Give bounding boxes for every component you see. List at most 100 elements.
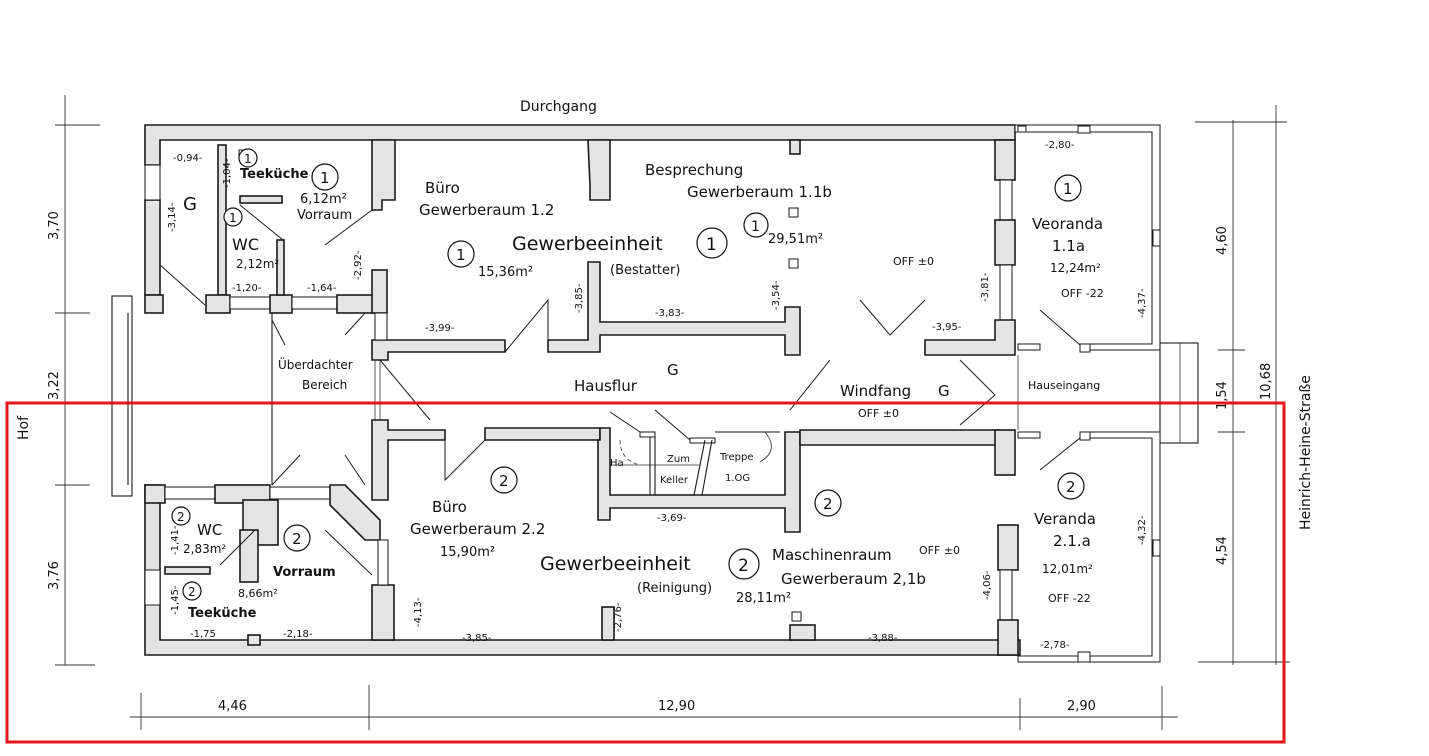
dim-bottom-middle: 12,90 (658, 699, 695, 714)
dim-label: -1,41- (170, 525, 181, 555)
room-area: 12,24m² (1050, 261, 1101, 275)
room-label-besprechung: Besprechung (645, 161, 743, 179)
street-label: Heinrich-Heine-Straße (1298, 375, 1314, 530)
unit-1-title: Gewerbeeinheit (512, 233, 663, 255)
plan-labels: Durchgang Hof Heinrich-Heine-Straße -0,9… (16, 99, 1314, 714)
unit-number: 1 (751, 219, 760, 235)
unit-number: 2 (1066, 478, 1076, 496)
durchgang-label: Durchgang (520, 99, 597, 115)
room-area: 28,11m² (736, 591, 791, 606)
dim-left-middle: 3,22 (47, 371, 62, 400)
room-area: 29,51m² (768, 232, 823, 247)
room-label-gewerberaum-1-2: Gewerberaum 1.2 (419, 201, 554, 219)
dim-right-middle: 1,54 (1215, 381, 1230, 410)
dim-label: -2,18- (283, 629, 313, 640)
unit-2-highlight (5, 401, 1286, 744)
room-label-g-windfang: G (938, 382, 950, 400)
room-label-buero-2: Büro (432, 498, 467, 516)
room-area: 15,36m² (478, 265, 533, 280)
stair-label-og: 1.OG (725, 473, 750, 484)
dim-label: -3,85- (574, 283, 585, 313)
dim-bottom-right: 2,90 (1067, 699, 1096, 714)
dim-label: -2,80- (1045, 140, 1075, 151)
dim-label: -3,95- (932, 322, 962, 333)
door-swings (159, 204, 1081, 576)
stair-label-ha: Ha (610, 458, 624, 469)
room-label-gewerberaum-2-2: Gewerberaum 2.2 (410, 520, 545, 538)
dim-left-lower: 3,76 (47, 561, 62, 590)
room-label-hauseingang: Hauseingang (1028, 379, 1100, 392)
room-area: 8,66m² (238, 587, 278, 600)
room-label-2-1a: 2.1.a (1053, 532, 1091, 550)
stair-label-zum: Zum (667, 454, 690, 465)
unit-number: 2 (499, 472, 509, 490)
dim-right-total: 10,68 (1259, 363, 1274, 400)
room-label-teekueche-1: Teeküche (240, 167, 309, 182)
dim-label: -2,92- (353, 250, 364, 280)
dim-label: -1,45- (170, 585, 181, 615)
dim-label: -1,04- (222, 158, 233, 188)
room-label-g: G (183, 194, 197, 215)
dim-label: -1,75 (190, 629, 216, 640)
unit-number: 2 (188, 585, 196, 599)
unit-number: 1 (229, 211, 237, 225)
room-area: 2,12m² (236, 257, 279, 271)
dim-label: -3,81- (980, 272, 991, 302)
room-label-g-hausflur: G (667, 361, 679, 379)
room-label-gewerberaum-1-1b: Gewerberaum 1.1b (687, 183, 832, 201)
room-label-vorraum-1: Vorraum (297, 208, 352, 223)
veranda2-frame (1017, 431, 1161, 663)
dim-label: -3,54- (771, 280, 782, 310)
room-label-vorraum-2: Vorraum (273, 565, 336, 580)
room-label-veranda-2: Veranda (1034, 510, 1096, 528)
veranda1-frame (1014, 124, 1161, 353)
unit-number: 2 (177, 510, 185, 524)
stair-label-keller: Keller (660, 475, 689, 486)
dim-label: -3,14- (167, 202, 178, 232)
room-label-hausflur: Hausflur (574, 377, 638, 395)
unit-number: 2 (823, 495, 833, 513)
dim-label: -0,94- (173, 153, 203, 164)
dim-label: -1,20- (232, 283, 262, 294)
room-label-gewerberaum-2-1b: Gewerberaum 2,1b (781, 570, 926, 588)
dim-right-upper: 4,60 (1215, 226, 1230, 255)
unit-number: 1 (244, 152, 252, 166)
unit-number: 1 (456, 246, 466, 264)
room-area: 15,90m² (440, 545, 495, 560)
unit-number: 1 (1063, 180, 1073, 198)
dim-label: -4,32- (1137, 515, 1148, 545)
unit-1-subtitle: (Bestatter) (610, 263, 680, 278)
room-label-ueberdachter: Überdachter (278, 356, 353, 372)
room-label-windfang: Windfang (840, 382, 911, 400)
dim-bottom-left: 4,46 (218, 699, 247, 714)
room-area: 2,83m² (183, 542, 226, 556)
dim-label: -4,13- (413, 597, 424, 627)
floor-level: OFF -22 (1048, 592, 1091, 605)
dim-label: -3,88- (868, 633, 898, 644)
room-label-maschinenraum: Maschinenraum (772, 546, 892, 564)
dim-label: -3,99- (425, 323, 455, 334)
dim-label: -3,69- (657, 513, 687, 524)
room-area: 12,01m² (1042, 562, 1093, 576)
unit-number: 1 (320, 169, 330, 187)
room-label-buero-1: Büro (425, 179, 460, 197)
unit-number: 1 (706, 235, 717, 255)
dim-label: -4,37- (1137, 288, 1148, 318)
unit-number: 2 (738, 556, 749, 576)
unit1-walls (205, 139, 1016, 361)
dim-label: -4,06- (982, 570, 993, 600)
room-label-bereich: Bereich (302, 378, 347, 392)
dim-label: -3,83- (655, 308, 685, 319)
floor-level: OFF ±0 (893, 255, 934, 268)
floor-level: OFF ±0 (858, 407, 899, 420)
room-label-teekueche-2: Teeküche (188, 606, 257, 621)
floor-level: OFF -22 (1061, 287, 1104, 300)
dim-label: -2,76- (613, 602, 624, 632)
room-label-1-1a: 1.1a (1052, 237, 1085, 255)
floor-level: OFF ±0 (919, 544, 960, 557)
unit2-walls (144, 484, 1019, 656)
unit-2-subtitle: (Reinigung) (637, 581, 712, 596)
stair-label-treppe: Treppe (719, 452, 754, 463)
dim-label: -1,64- (307, 283, 337, 294)
